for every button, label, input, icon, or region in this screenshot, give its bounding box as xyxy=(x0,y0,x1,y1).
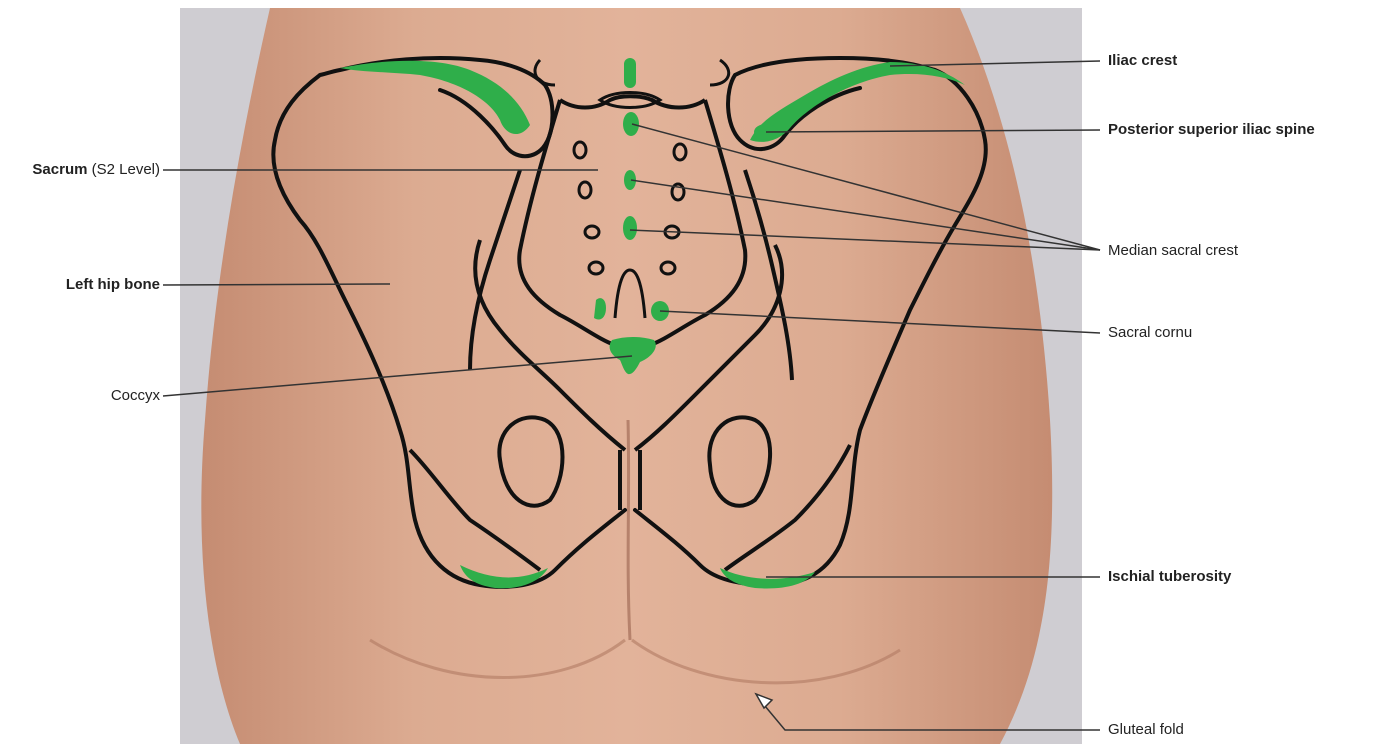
label-gluteal-fold: Gluteal fold xyxy=(1108,721,1184,739)
label-left-hip-bone: Left hip bone xyxy=(66,276,160,294)
label-psis: Posterior superior iliac spine xyxy=(1108,121,1315,139)
label-sacral-cornu: Sacral cornu xyxy=(1108,324,1192,342)
median-crest-top xyxy=(624,58,636,88)
gluteal-cleft xyxy=(628,420,630,640)
label-ischial-tuberosity: Ischial tuberosity xyxy=(1108,568,1231,586)
median-crest-s4 xyxy=(623,216,637,240)
label-median-sacral-crest: Median sacral crest xyxy=(1108,242,1238,260)
label-coccyx: Coccyx xyxy=(111,387,160,405)
label-iliac-crest: Iliac crest xyxy=(1108,52,1177,70)
median-crest-s2 xyxy=(623,112,639,136)
leader-left-hip xyxy=(163,284,390,285)
label-sacrum: Sacrum (S2 Level) xyxy=(32,161,160,179)
